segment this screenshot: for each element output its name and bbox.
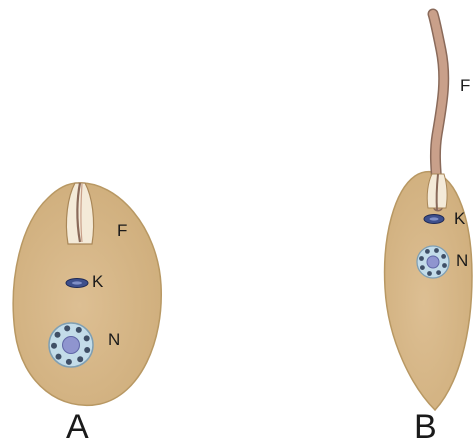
- label-kinetoplast-b: K: [454, 210, 465, 227]
- chromatin-granule-b: [434, 248, 439, 253]
- chromatin-granule-b: [420, 265, 425, 270]
- chromatin-granule-a: [51, 343, 57, 349]
- label-nucleus-b: N: [456, 252, 468, 269]
- chromatin-granule-b: [425, 249, 430, 254]
- label-flagellum-b: F: [460, 77, 470, 94]
- chromatin-granule-a: [77, 356, 83, 362]
- label-nucleus-a: N: [108, 331, 120, 348]
- cell-a: [13, 183, 161, 405]
- chromatin-granule-b: [436, 270, 441, 275]
- chromatin-granule-a: [84, 335, 90, 341]
- chromatin-granule-b: [419, 256, 424, 261]
- chromatin-granule-b: [441, 254, 446, 259]
- chromatin-granule-a: [84, 347, 90, 353]
- chromatin-granule-a: [64, 325, 70, 331]
- chromatin-granule-b: [427, 271, 432, 276]
- chromatin-granule-a: [76, 327, 82, 333]
- chromatin-granule-a: [55, 332, 61, 338]
- chromatin-granule-a: [56, 354, 62, 360]
- nucleus-b: [417, 246, 449, 278]
- panel-label-a: A: [66, 410, 89, 444]
- label-flagellum-a: F: [117, 222, 127, 239]
- label-kinetoplast-a: K: [92, 273, 103, 290]
- chromatin-granule-a: [66, 359, 72, 365]
- chromatin-granule-b: [442, 263, 447, 268]
- panel-label-b: B: [414, 410, 437, 444]
